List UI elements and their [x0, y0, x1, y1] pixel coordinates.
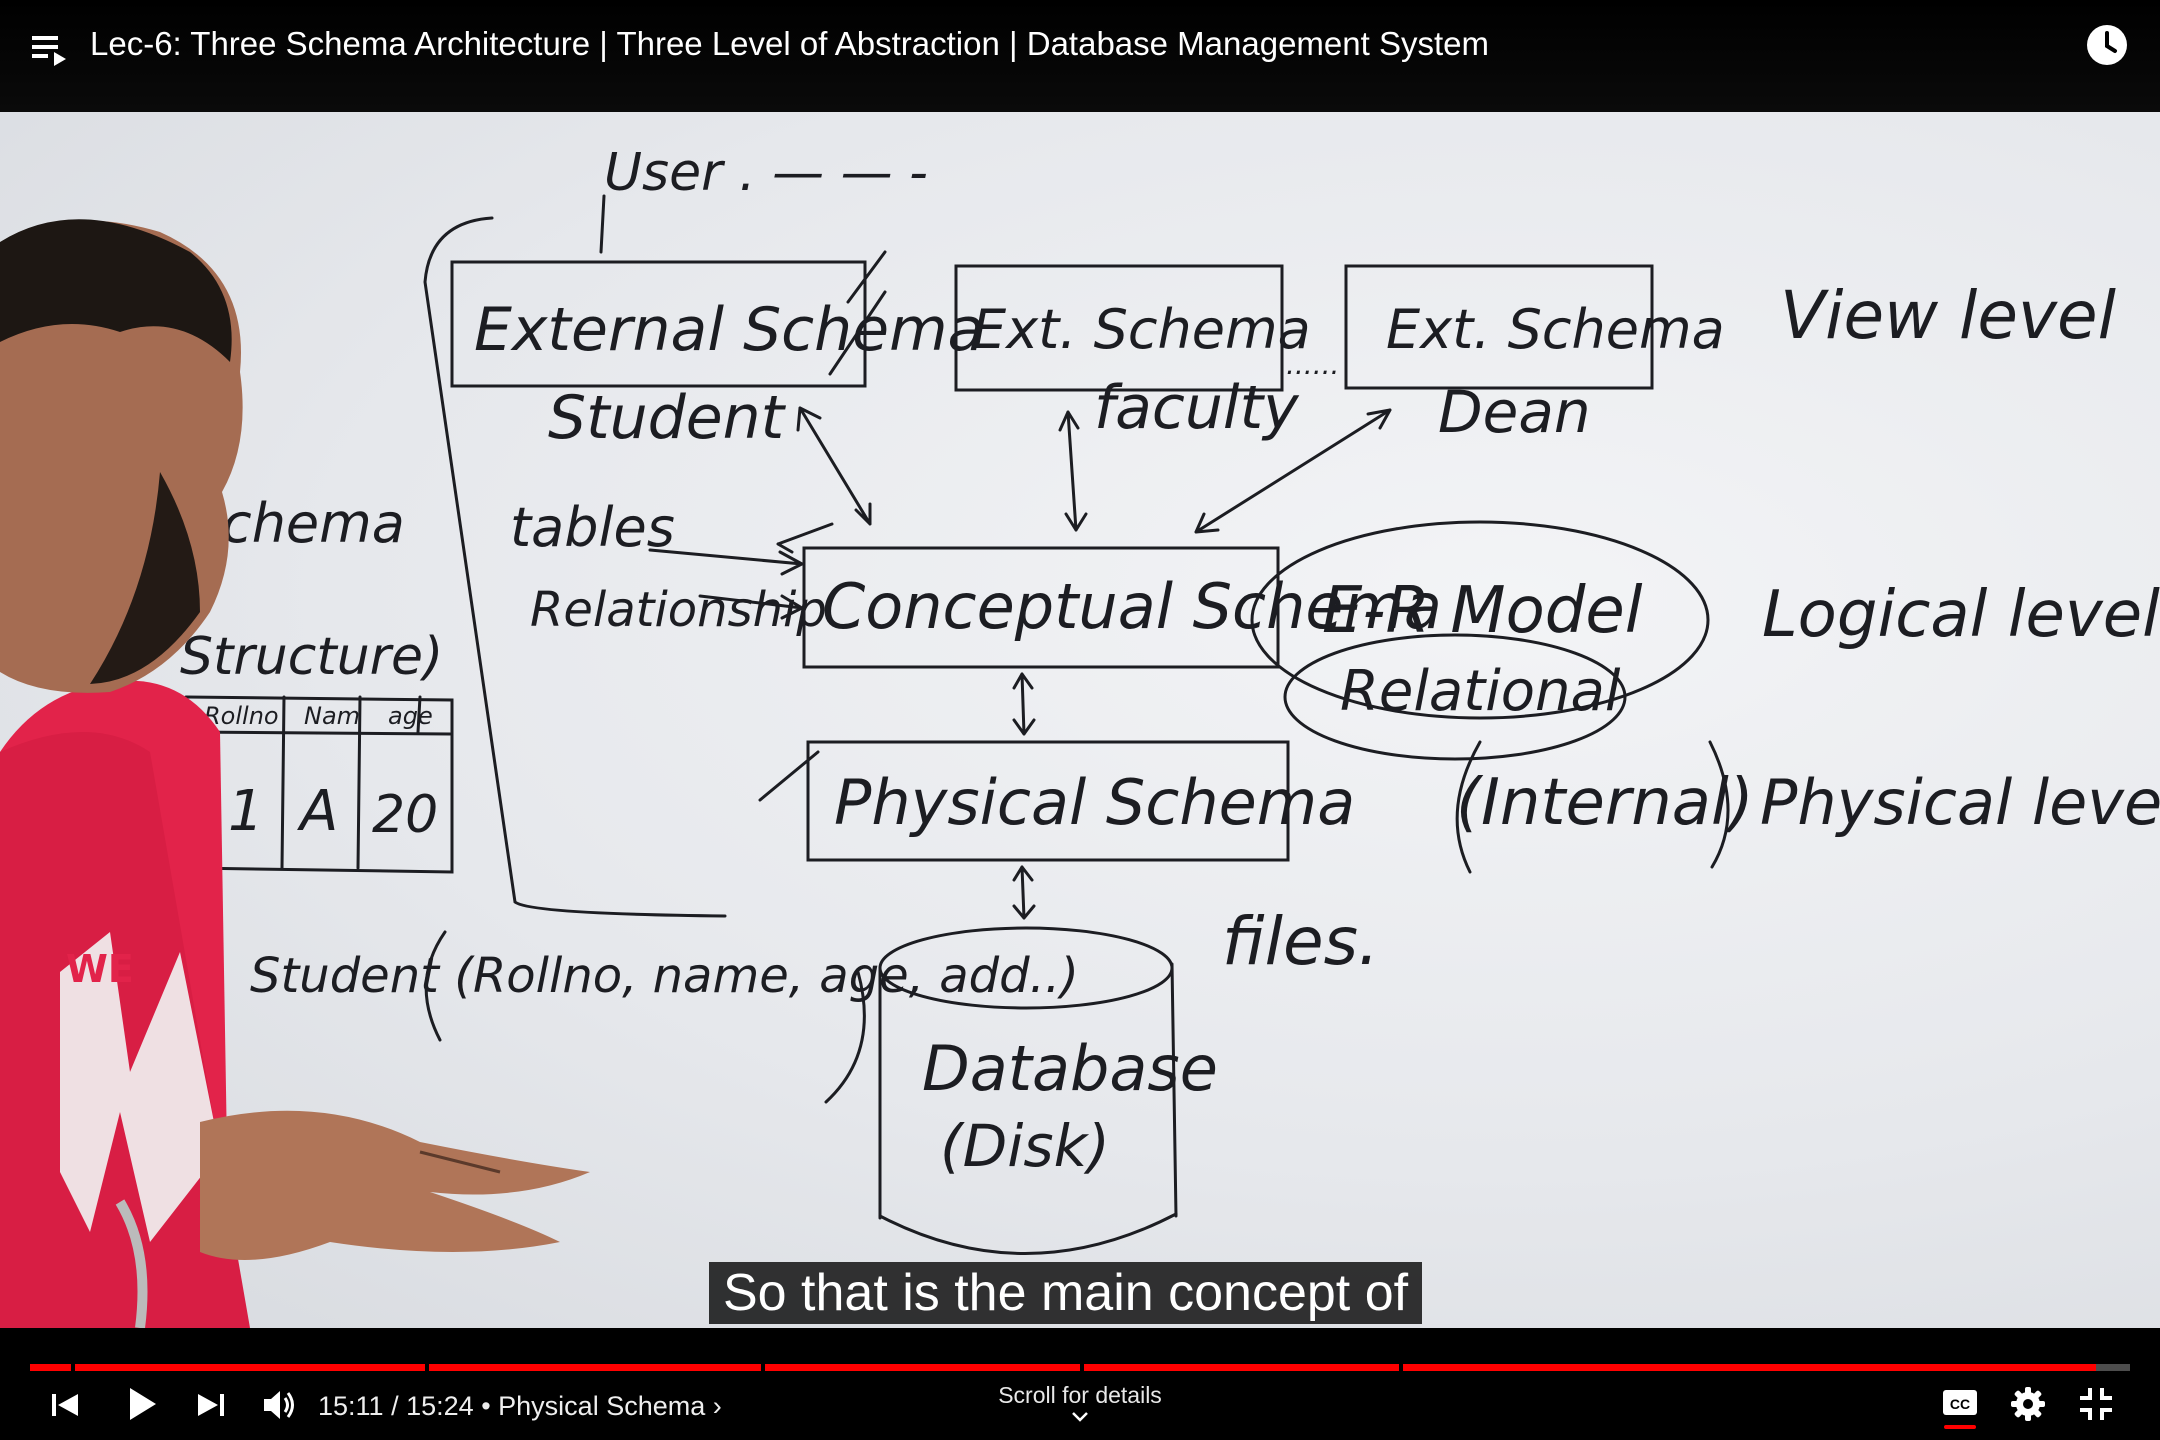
label-relationship: Relationship [530, 582, 827, 638]
progress-fill [30, 1364, 2097, 1371]
label-logical-level: Logical level [1762, 578, 2160, 652]
video-player[interactable]: User . — — - External Schema Ext. Schema… [0, 112, 2160, 1328]
table-cell-age: 20 [372, 785, 438, 845]
table-header-name: Nam [304, 702, 360, 730]
table-cell-rollno: 1 [228, 779, 264, 844]
label-structure: Structure) [180, 627, 443, 687]
next-button[interactable] [194, 1388, 228, 1422]
captions-active-indicator [1944, 1425, 1976, 1429]
whiteboard-frame: User . — — - External Schema Ext. Schema… [0, 143, 2160, 1328]
label-ext-schema-1: Ext. Schema [972, 298, 1311, 361]
duration: 15:24 [406, 1391, 474, 1421]
label-disk: (Disk) [940, 1112, 1110, 1180]
time-separator: / [391, 1391, 399, 1421]
exit-fullscreen-icon [2080, 1388, 2112, 1420]
label-schema-left: chema [222, 492, 405, 555]
label-user: User . — — - [604, 143, 928, 203]
chapter-marker [1080, 1364, 1084, 1371]
play-button[interactable] [122, 1384, 162, 1424]
label-er-model: E-R Model [1322, 574, 1643, 648]
skip-previous-icon [52, 1394, 78, 1416]
shirt-text: WE [66, 947, 134, 991]
chevron-down-icon[interactable] [1070, 1410, 1090, 1424]
presenter: WE [0, 219, 590, 1328]
label-ext-dots: ...... [1286, 348, 1339, 381]
current-time: 15:11 [318, 1391, 384, 1421]
gear-icon [2011, 1387, 2045, 1421]
play-icon [130, 1388, 156, 1420]
label-relational: Relational [1340, 659, 1621, 724]
label-conceptual-schema: Conceptual Schema [822, 570, 1442, 643]
label-external-schema: External Schema [474, 295, 984, 365]
label-physical-level: Physical level [1760, 766, 2160, 839]
svg-text:CC: CC [1950, 1396, 1970, 1412]
label-files: files. [1222, 903, 1379, 980]
top-bar: Lec-6: Three Schema Architecture | Three… [0, 0, 2160, 112]
settings-button[interactable] [2010, 1386, 2046, 1422]
time-display: 15:11 / 15:24 • Physical Schema › [318, 1388, 722, 1424]
label-dean: Dean [1438, 378, 1591, 446]
label-physical-schema: Physical Schema [834, 766, 1355, 839]
scroll-for-details[interactable]: Scroll for details [998, 1382, 1162, 1408]
clock-icon[interactable] [2084, 22, 2130, 68]
label-tables: tables [510, 496, 675, 559]
chapter-marker [424, 1364, 429, 1371]
progress-bar[interactable] [30, 1364, 2130, 1371]
chapter-marker [760, 1364, 765, 1371]
volume-button[interactable] [260, 1386, 298, 1424]
chapter-marker [1399, 1364, 1404, 1371]
table-header-age: age [388, 702, 433, 730]
volume-icon [264, 1391, 294, 1419]
video-title[interactable]: Lec-6: Three Schema Architecture | Three… [90, 25, 1489, 62]
skip-next-icon [198, 1394, 224, 1416]
captions-button[interactable]: CC [1942, 1388, 1978, 1418]
table-header-rollno: Rollno [204, 702, 279, 730]
label-ext-schema-2: Ext. Schema [1386, 298, 1725, 361]
label-student-relation: Student (Rollno, name, age, add..) [250, 948, 1079, 1004]
label-faculty: faculty [1094, 373, 1300, 443]
caption-text: So that is the main concept of [709, 1262, 1423, 1324]
previous-button[interactable] [48, 1388, 82, 1422]
playlist-icon[interactable] [30, 30, 70, 70]
exit-fullscreen-button[interactable] [2078, 1386, 2114, 1422]
closed-captions-icon: CC [1943, 1390, 1977, 1415]
label-database: Database [922, 1032, 1218, 1105]
table-cell-name: A [297, 779, 338, 844]
label-internal: (Internal) [1456, 766, 1754, 840]
chapter-title-button[interactable]: • Physical Schema › [481, 1391, 722, 1421]
chapter-marker [70, 1364, 75, 1371]
label-student: Student [548, 383, 787, 453]
label-view-level: View level [1780, 277, 2117, 354]
